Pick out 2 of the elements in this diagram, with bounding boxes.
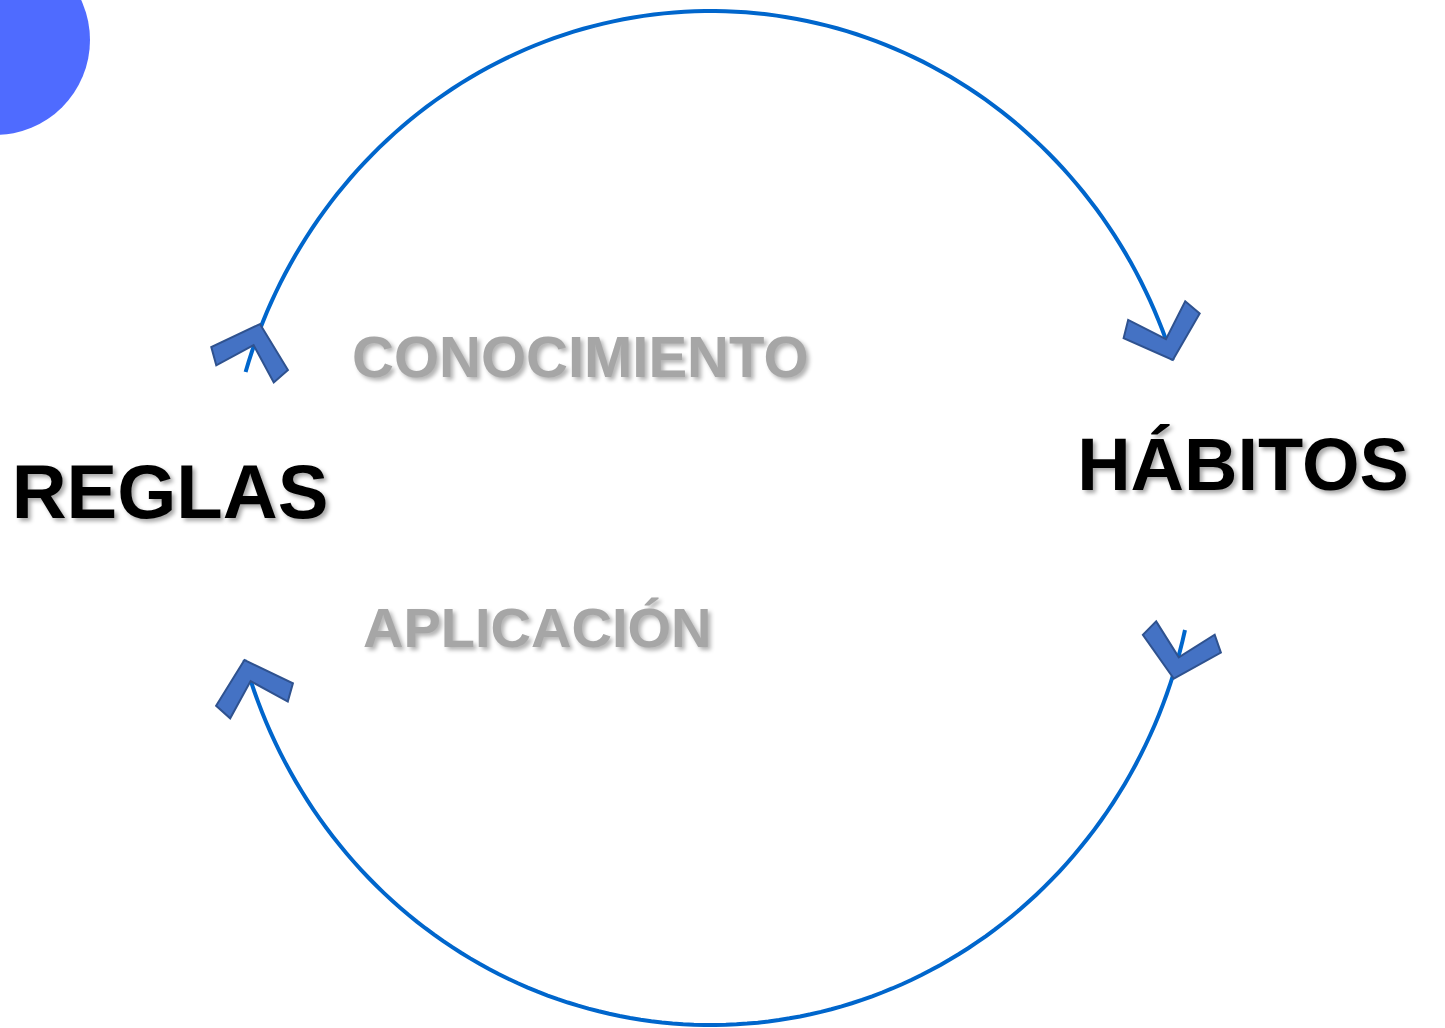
section-label: CONOCIMIENTO xyxy=(352,328,809,386)
term-label: REGLAS xyxy=(11,454,329,530)
